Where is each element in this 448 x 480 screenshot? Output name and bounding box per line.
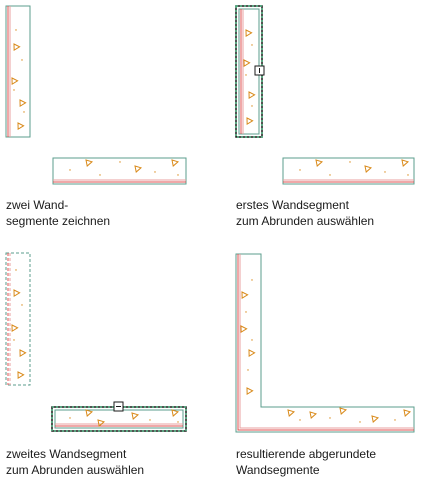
selected-horizontal-wall xyxy=(51,401,187,432)
hatch-triangle xyxy=(364,165,373,173)
panel-2-walls xyxy=(235,5,415,185)
hatch-triangle xyxy=(131,412,140,420)
hatch-dot xyxy=(251,105,253,107)
hatch-triangle xyxy=(17,122,25,130)
hatch-dot xyxy=(299,419,301,421)
hatch-triangle xyxy=(19,99,27,107)
hatch-triangle xyxy=(243,59,251,67)
caption-step-3: zweites Wandsegment zum Abrunden auswähl… xyxy=(6,446,144,478)
hatch-dot xyxy=(23,111,25,113)
hatch-dot xyxy=(149,419,151,421)
hatch-triangle xyxy=(246,387,254,395)
hatch-triangle xyxy=(134,165,143,173)
caption-line: zwei Wand- xyxy=(6,198,69,212)
hatch-dot xyxy=(329,417,331,419)
caption-line: zweites Wandsegment xyxy=(6,447,127,461)
hatch-triangle xyxy=(403,409,412,417)
hatch-triangle xyxy=(97,419,106,427)
hatch-triangle xyxy=(245,29,253,37)
hatch-triangle xyxy=(13,289,21,297)
hatch-triangle xyxy=(11,324,19,332)
caption-line: segmente zeichnen xyxy=(6,214,111,228)
hatch-triangle xyxy=(287,409,296,417)
caption-line: Wandsegmente xyxy=(236,463,320,477)
hatch-dot xyxy=(177,421,179,423)
vertical-wall-segment xyxy=(5,5,31,138)
panel-4-walls xyxy=(235,253,415,433)
hatch-dot xyxy=(349,161,351,163)
hatch-dot xyxy=(69,169,71,171)
caption-line: resultierende abgerundete xyxy=(236,447,377,461)
hatch-dot xyxy=(359,421,361,423)
hatch-triangle xyxy=(401,159,410,167)
hatch-dot xyxy=(299,169,301,171)
hatch-triangle xyxy=(309,411,318,419)
hatch-dot xyxy=(394,419,396,421)
hatch-dot xyxy=(13,339,15,341)
hatch-dot xyxy=(69,417,71,419)
hatch-triangle xyxy=(85,159,94,167)
caption-step-1: zwei Wand- segmente zeichnen xyxy=(6,197,110,229)
hatch-dot xyxy=(154,171,156,173)
caption-line: erstes Wandsegment xyxy=(236,198,349,212)
hatch-triangle xyxy=(248,91,256,99)
hatch-dot xyxy=(245,311,247,313)
hatch-dot xyxy=(177,174,179,176)
caption-step-2: erstes Wandsegment zum Abrunden auswähle… xyxy=(236,197,374,229)
concrete-hatch-symbols xyxy=(11,29,412,427)
joined-l-wall xyxy=(235,253,415,433)
hatch-dot xyxy=(21,59,23,61)
hatch-dot xyxy=(245,74,247,76)
panel-1-walls xyxy=(5,5,187,185)
hatch-triangle xyxy=(240,325,248,333)
hatch-triangle xyxy=(246,117,254,125)
hatch-dot xyxy=(247,369,249,371)
hatch-dot xyxy=(251,339,253,341)
caption-line: zum Abrunden auswählen xyxy=(6,463,145,477)
hatch-triangle xyxy=(371,415,380,423)
hatch-triangle xyxy=(11,77,19,85)
dashed-vertical-wall xyxy=(5,252,31,386)
panel-3-walls xyxy=(5,252,187,432)
hatch-triangle xyxy=(19,349,27,357)
caption-line: zum Abrunden auswählen xyxy=(236,214,375,228)
hatch-triangle xyxy=(17,371,25,379)
horizontal-wall-segment xyxy=(282,157,415,185)
hatch-triangle xyxy=(13,43,21,51)
hatch-dot xyxy=(99,174,101,176)
caption-step-4: resultierende abgerundete Wandsegmente xyxy=(236,446,376,478)
selected-vertical-wall xyxy=(235,5,265,138)
hatch-triangle xyxy=(248,349,256,357)
hatch-triangle xyxy=(241,291,249,299)
hatch-triangle xyxy=(171,159,180,167)
hatch-dot xyxy=(15,29,17,31)
hatch-dot xyxy=(251,279,253,281)
hatch-triangle xyxy=(315,159,324,167)
hatch-triangle xyxy=(85,409,94,417)
hatch-dot xyxy=(407,174,409,176)
hatch-dot xyxy=(21,304,23,306)
hatch-triangle xyxy=(339,407,348,415)
hatch-dot xyxy=(15,269,17,271)
horizontal-wall-segment xyxy=(52,157,187,185)
hatch-dot xyxy=(329,174,331,176)
hatch-dot xyxy=(251,44,253,46)
hatch-dot xyxy=(119,161,121,163)
hatch-dot xyxy=(13,89,15,91)
hatch-triangle xyxy=(171,409,180,417)
hatch-dot xyxy=(384,171,386,173)
